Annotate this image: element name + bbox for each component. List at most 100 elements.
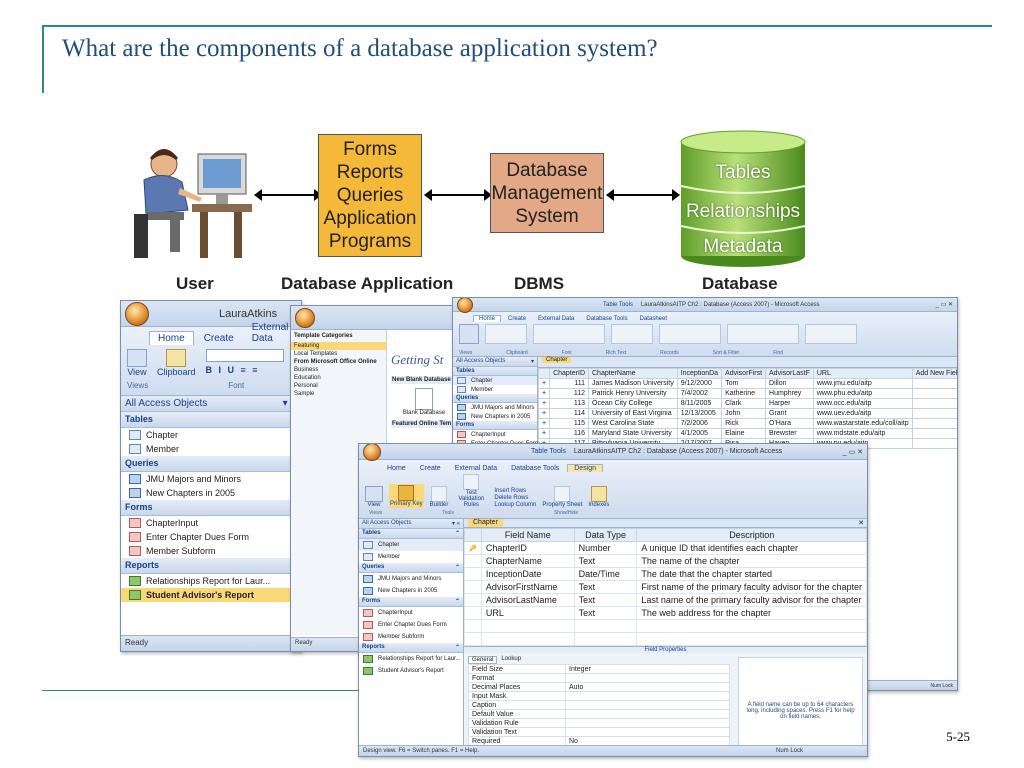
nav-section-tables[interactable]: Tables⌃ <box>359 529 463 539</box>
table-cell[interactable]: Text <box>573 593 638 607</box>
nav-item-member-subform[interactable]: Member Subform <box>121 544 300 558</box>
table-cell[interactable]: Dillon <box>765 378 814 389</box>
table-cell[interactable]: AdvisorFirstName <box>480 580 575 594</box>
nav-pane-header[interactable]: All Access Objects▾ « <box>359 519 463 529</box>
test-validation-button[interactable]: Test Validation Rules <box>454 474 488 508</box>
office-button[interactable] <box>295 307 315 328</box>
property-value[interactable]: Integer <box>565 664 730 674</box>
table-cell[interactable]: Brewster <box>765 428 814 439</box>
nav-section-tables[interactable]: Tables⌃ <box>121 412 300 428</box>
table-cell[interactable]: Number <box>573 541 638 555</box>
table-cell[interactable] <box>573 632 638 646</box>
table-cell[interactable]: 115 <box>549 418 589 429</box>
nav-item-jmu-majors[interactable]: JMU Majors and Minors <box>121 472 300 486</box>
table-cell[interactable] <box>480 619 575 633</box>
font-name-box[interactable] <box>205 349 284 362</box>
table-cell[interactable]: 113 <box>549 398 589 409</box>
table-cell[interactable]: Date/Time <box>573 567 638 581</box>
table-cell[interactable]: ChapterID <box>480 541 575 555</box>
clipboard-group[interactable] <box>485 324 527 344</box>
table-cell[interactable]: Elaine <box>721 428 767 439</box>
tab-home[interactable]: Home <box>473 315 502 322</box>
property-value[interactable]: Auto <box>565 682 730 692</box>
empty-row[interactable] <box>464 619 867 633</box>
table-cell[interactable]: A unique ID that identifies each chapter <box>636 541 867 555</box>
tab-general[interactable]: General <box>468 656 498 664</box>
table-cell[interactable]: 116 <box>549 428 589 439</box>
nav-pane-header[interactable]: All Access Objects▾ « <box>121 396 300 412</box>
office-button[interactable] <box>125 301 149 326</box>
nav-item-chapter[interactable]: Chapter <box>359 539 463 551</box>
expand-icon[interactable]: + <box>537 428 551 439</box>
table-cell[interactable]: www.wastarstate.edu/coll/aitp <box>812 418 913 429</box>
table-cell[interactable]: 112 <box>549 388 589 399</box>
table-cell[interactable]: O'Hara <box>765 418 814 429</box>
category-personal[interactable]: Personal <box>294 383 318 389</box>
indexes-button[interactable]: Indexes <box>588 486 609 508</box>
nav-item-jmu-majors[interactable]: JMU Majors and Minors <box>453 403 537 412</box>
rich-text-group[interactable] <box>611 324 653 344</box>
expand-icon[interactable]: + <box>537 378 551 389</box>
category-education[interactable]: Education <box>294 375 321 381</box>
tab-external-data[interactable]: External Data <box>251 322 289 344</box>
property-row[interactable]: Caption <box>468 700 730 710</box>
property-value[interactable] <box>565 673 730 683</box>
tab-database-tools[interactable]: Database Tools <box>511 465 560 472</box>
nav-item-chapterinput[interactable]: ChapterInput <box>453 430 537 439</box>
nav-section-reports[interactable]: Reports⌃ <box>121 558 300 574</box>
office-button[interactable] <box>457 298 473 313</box>
property-value[interactable] <box>565 691 730 701</box>
empty-row[interactable] <box>464 632 867 646</box>
table-cell[interactable] <box>911 418 957 429</box>
table-cell[interactable]: Humphrey <box>765 388 814 399</box>
column-header[interactable]: InceptionDa <box>676 368 723 379</box>
column-header[interactable]: Add New Field <box>911 368 957 379</box>
table-cell[interactable]: Clark <box>721 398 767 409</box>
table-cell[interactable]: 7/2/2006 <box>676 418 723 429</box>
table-cell[interactable]: West Carolina State <box>588 418 678 429</box>
row-selector[interactable] <box>464 593 482 607</box>
table-cell[interactable]: 111 <box>549 378 589 389</box>
expand-icon[interactable]: + <box>537 388 551 399</box>
nav-item-chapter[interactable]: Chapter <box>453 376 537 385</box>
table-cell[interactable]: 4/1/2005 <box>676 428 723 439</box>
table-cell[interactable]: The name of the chapter <box>636 554 867 568</box>
column-header[interactable]: ChapterName <box>588 368 678 379</box>
table-cell[interactable] <box>911 388 957 399</box>
nav-section-forms[interactable]: Forms⌃ <box>359 597 463 607</box>
nav-item-new-chapters[interactable]: New Chapters in 2005 <box>359 585 463 597</box>
property-sheet-button[interactable]: Property Sheet <box>542 486 582 508</box>
category-local[interactable]: Local Templates <box>294 351 338 357</box>
blank-database-icon[interactable] <box>415 388 433 410</box>
chevron-down-icon[interactable]: ▾ « <box>451 521 460 527</box>
nav-item-member[interactable]: Member <box>121 442 300 456</box>
table-cell[interactable] <box>464 619 482 633</box>
row-selector[interactable] <box>464 567 482 581</box>
table-cell[interactable] <box>911 408 957 419</box>
view-button[interactable]: View <box>127 349 147 377</box>
column-header[interactable]: ChapterID <box>549 368 589 379</box>
table-cell[interactable]: www.mdstate.edu/aitp <box>812 428 913 439</box>
table-cell[interactable]: 12/13/2005 <box>676 408 723 419</box>
expand-icon[interactable]: + <box>537 408 551 419</box>
document-tab-chapter[interactable]: Chapter <box>468 519 503 527</box>
row-selector[interactable] <box>464 606 482 620</box>
table-cell[interactable]: Katherine <box>721 388 767 399</box>
view-icon[interactable] <box>459 324 479 344</box>
table-cell[interactable]: The date that the chapter started <box>636 567 867 581</box>
tab-database-tools[interactable]: Database Tools <box>586 316 628 322</box>
table-cell[interactable]: www.jmu.edu/aitp <box>812 378 913 389</box>
table-cell[interactable] <box>911 438 957 449</box>
tab-design[interactable]: Design <box>567 464 604 472</box>
clipboard-button[interactable]: Clipboard <box>157 349 196 377</box>
table-cell[interactable]: Text <box>573 606 638 620</box>
chevron-down-icon[interactable]: ▾ « <box>282 398 296 409</box>
category-online[interactable]: From Microsoft Office Online <box>294 359 377 365</box>
column-header[interactable]: AdvisorLastF <box>765 368 814 379</box>
